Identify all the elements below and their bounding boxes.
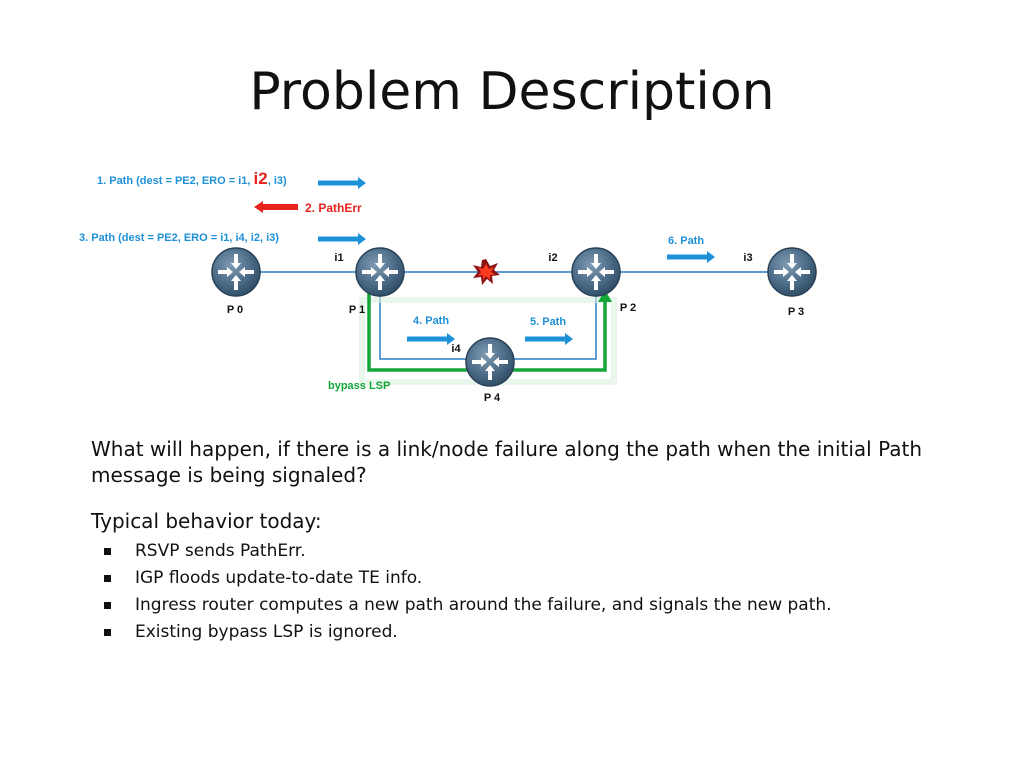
msg2-label: 2. PathErr	[305, 201, 362, 215]
msg2-arrow	[254, 201, 298, 213]
interface-i2-label: i2	[548, 252, 557, 264]
msg1-label: 1. Path (dest = PE2, ERO = i1, i2, i3)	[97, 169, 287, 188]
interface-i4-label: i4	[451, 343, 461, 355]
network-diagram: P 0 P 1 P 2 P 3 P 4 i1 i2 i3 i4 1. Path …	[79, 169, 817, 404]
slide-title: Problem Description	[249, 62, 775, 122]
router-p1-icon	[355, 247, 405, 297]
bypass-arrowhead	[598, 290, 612, 302]
interface-i3-label: i3	[743, 252, 752, 264]
bullet-text: Existing bypass LSP is ignored.	[135, 622, 398, 642]
bullet-list: RSVP sends PathErr. IGP floods update-to…	[91, 538, 951, 646]
msg1-prefix: 1. Path (dest = PE2, ERO = i1,	[97, 175, 254, 187]
interface-i1-label: i1	[334, 252, 343, 264]
slide-body: What will happen, if there is a link/nod…	[91, 436, 951, 646]
bypass-lsp-label: bypass LSP	[328, 380, 390, 392]
msg1-arrow	[318, 177, 366, 189]
msg1-suffix: , i3)	[268, 175, 287, 187]
msg4-arrow	[407, 333, 455, 345]
msg3-label: 3. Path (dest = PE2, ERO = i1, i4, i2, i…	[79, 232, 279, 244]
msg6-arrow	[667, 251, 715, 263]
msg6-label: 6. Path	[668, 235, 704, 247]
router-p1-label: P 1	[349, 304, 365, 316]
msg1-highlight: i2	[254, 169, 268, 188]
list-item: Ingress router computes a new path aroun…	[91, 592, 951, 619]
subheading: Typical behavior today:	[91, 509, 322, 533]
bullet-square-icon	[104, 602, 111, 609]
question-text: What will happen, if there is a link/nod…	[91, 437, 923, 487]
list-item: IGP floods update-to-date TE info.	[91, 565, 951, 592]
router-p4-icon	[465, 337, 515, 387]
bullet-square-icon	[104, 548, 111, 555]
bullet-square-icon	[104, 575, 111, 582]
router-p3-label: P 3	[788, 306, 804, 318]
failure-icon	[473, 259, 500, 285]
msg5-label: 5. Path	[530, 316, 566, 328]
router-p3-icon	[767, 247, 817, 297]
router-p2-label: P 2	[620, 302, 636, 314]
msg3-arrow	[318, 233, 366, 245]
router-p4-label: P 4	[484, 392, 501, 404]
bullet-text: Ingress router computes a new path aroun…	[135, 595, 832, 615]
bullet-text: RSVP sends PathErr.	[135, 541, 306, 561]
router-p2-icon	[571, 247, 621, 297]
msg4-label: 4. Path	[413, 315, 449, 327]
list-item: Existing bypass LSP is ignored.	[91, 619, 951, 646]
router-p0-icon	[211, 247, 261, 297]
router-p0-label: P 0	[227, 304, 243, 316]
bullet-square-icon	[104, 629, 111, 636]
bullet-text: IGP floods update-to-date TE info.	[135, 568, 423, 588]
list-item: RSVP sends PathErr.	[91, 538, 951, 565]
msg5-arrow	[525, 333, 573, 345]
